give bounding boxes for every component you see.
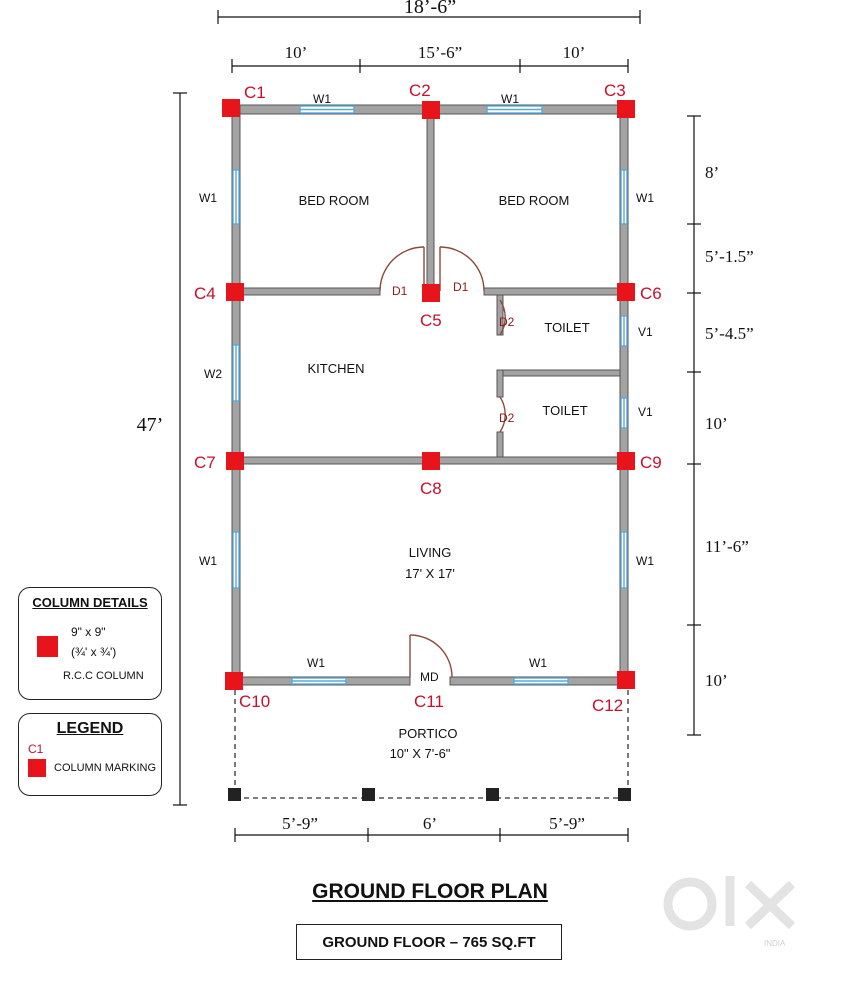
top-dim-1: 10’ (285, 43, 308, 62)
label-c7: C7 (194, 453, 216, 472)
window-label: W1 (199, 191, 217, 205)
column-c6 (617, 283, 635, 301)
opening-labels: W1 W1 W1 W1 W2 V1 V1 W1 W1 W1 W1 D1 D1 D… (199, 92, 654, 684)
column-c8 (422, 452, 440, 470)
legend-marker-label: C1 (28, 742, 44, 756)
window-label: W1 (636, 554, 654, 568)
room-portico: PORTICO (399, 726, 458, 741)
room-toilet-upper: TOILET (544, 320, 589, 335)
walls (231, 104, 629, 686)
main-door-label: MD (420, 670, 439, 684)
room-living-size: 17' X 17' (405, 566, 455, 581)
room-kitchen: KITCHEN (307, 361, 364, 376)
watermark-sub: INDIA (764, 939, 786, 948)
label-c4: C4 (194, 284, 216, 303)
right-dim-1: 8’ (705, 163, 719, 182)
column-c5 (422, 284, 440, 302)
doors (379, 246, 506, 678)
room-bedroom-right: BED ROOM (499, 193, 570, 208)
ventilator-label: V1 (638, 325, 653, 339)
ventilator-label: V1 (638, 405, 653, 419)
room-labels: BED ROOM BED ROOM KITCHEN TOILET TOILET … (299, 193, 590, 761)
column-symbol (37, 636, 58, 657)
label-c10: C10 (239, 692, 270, 711)
right-dim-3: 5’-4.5” (705, 324, 754, 343)
right-dimensions: 8’ 5’-1.5” 5’-4.5” 10’ 11’-6” 10’ (687, 115, 754, 736)
column-c9 (617, 452, 635, 470)
bottom-dimensions: 5’-9” 6’ 5’-9” (234, 814, 629, 842)
column-c2 (422, 101, 440, 119)
column-c10 (225, 672, 243, 690)
bottom-dim-1: 5’-9” (282, 814, 318, 833)
right-dim-6: 10’ (705, 671, 728, 690)
portico-outline (234, 690, 629, 799)
column-size: 9" x 9" (71, 625, 106, 639)
column-c4 (226, 283, 244, 301)
column-labels: C1 C2 C3 C4 C5 C6 C7 C8 C9 C10 C11 C12 (194, 81, 662, 715)
window-label: W2 (204, 367, 222, 381)
column-c12 (617, 671, 635, 689)
area-label: GROUND FLOOR – 765 SQ.FT (296, 924, 562, 960)
window-label: W1 (307, 656, 325, 670)
label-c11: C11 (414, 692, 444, 711)
label-c9: C9 (640, 453, 662, 472)
right-dim-4: 10’ (705, 414, 728, 433)
legend-marker-text: COLUMN MARKING (54, 762, 157, 774)
label-c5: C5 (420, 311, 442, 330)
legend-title: LEGEND (56, 720, 124, 737)
column-details-box: COLUMN DETAILS 9" x 9" (¾' x ¾') R.C.C C… (18, 587, 162, 700)
windows (232, 105, 628, 685)
window-label: W1 (313, 92, 331, 106)
olx-watermark: INDIA (660, 862, 810, 952)
door-label: D2 (499, 315, 515, 329)
label-c3: C3 (604, 81, 626, 100)
column-type: R.C.C COLUMN (63, 670, 144, 682)
label-c1: C1 (244, 83, 266, 102)
column-c1 (222, 99, 240, 117)
room-toilet-lower: TOILET (542, 403, 587, 418)
column-size-ft: (¾' x ¾') (71, 645, 117, 659)
overall-depth-label: 47’ (137, 414, 164, 436)
legend-box: LEGEND C1 COLUMN MARKING (18, 713, 162, 796)
portico-posts (228, 788, 631, 801)
olx-logo-icon: INDIA (663, 876, 796, 948)
label-c2: C2 (409, 81, 431, 100)
column-details-title: COLUMN DETAILS (32, 595, 148, 610)
column-c3 (617, 100, 635, 118)
room-bedroom-left: BED ROOM (299, 193, 370, 208)
label-c6: C6 (640, 284, 662, 303)
door-label: D1 (392, 284, 408, 298)
bottom-dim-2: 6’ (423, 814, 437, 833)
overall-depth-dimension: 47’ (137, 92, 187, 806)
overall-width-dimension: 18’-6” (217, 0, 641, 24)
window-label: W1 (199, 554, 217, 568)
column-marker-symbol (28, 759, 46, 777)
door-label: D1 (453, 280, 469, 294)
room-living: LIVING (409, 545, 452, 560)
window-label: W1 (636, 191, 654, 205)
right-dim-5: 11’-6” (705, 537, 749, 556)
right-dim-2: 5’-1.5” (705, 247, 754, 266)
room-portico-size: 10" X 7'-6" (390, 746, 451, 761)
top-dim-2: 15’-6” (418, 43, 462, 62)
label-c8: C8 (420, 479, 442, 498)
top-dim-3: 10’ (563, 43, 586, 62)
overall-width-label: 18’-6” (404, 0, 456, 18)
bottom-dim-3: 5’-9” (549, 814, 585, 833)
plan-title: GROUND FLOOR PLAN (312, 880, 548, 903)
window-label: W1 (529, 656, 547, 670)
columns (222, 99, 635, 690)
label-c12: C12 (592, 696, 623, 715)
top-dimensions: 10’ 15’-6” 10’ (231, 43, 629, 73)
door-label: D2 (499, 411, 515, 425)
column-c7 (226, 452, 244, 470)
window-label: W1 (501, 92, 519, 106)
